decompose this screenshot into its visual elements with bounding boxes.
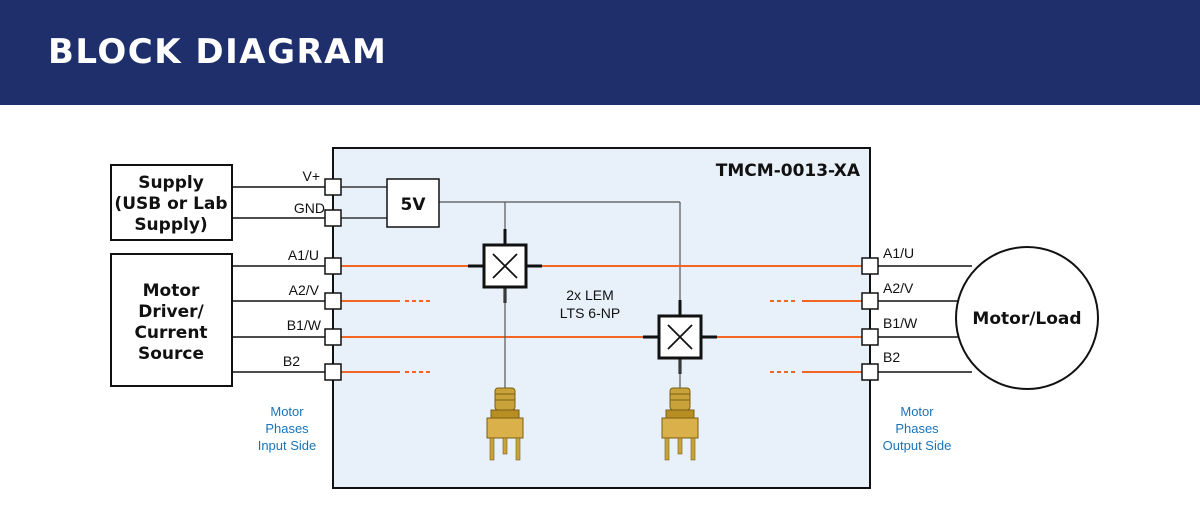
pin-label-out-a2: A2/V (883, 280, 914, 296)
driver-box (110, 253, 233, 387)
pin-label-vplus: V+ (302, 168, 320, 184)
header-bar: BLOCK DIAGRAM (0, 0, 1200, 105)
driver-line-3: Current (134, 323, 207, 343)
pin-label-in-a1: A1/U (288, 247, 319, 263)
sma-connector-2-icon (661, 387, 699, 461)
supply-line-3: Supply) (134, 215, 207, 235)
regulator-label: 5V (401, 195, 427, 215)
motor-circle (955, 246, 1099, 390)
connector-out-b1 (861, 328, 879, 346)
output-note-line-3: Output Side (883, 438, 952, 453)
connector-gnd (324, 209, 342, 227)
driver-line-4: Source (138, 344, 204, 364)
sensor-label-line-2: LTS 6-NP (560, 305, 620, 321)
pin-label-out-b1: B1/W (883, 315, 918, 331)
current-sensor-1 (468, 229, 542, 395)
pin-label-in-b1: B1/W (287, 317, 322, 333)
output-note-line-1: Motor (900, 404, 934, 419)
motor-label: Motor/Load (972, 309, 1081, 329)
driver-line-2: Driver/ (138, 302, 204, 322)
pin-label-in-a2: A2/V (289, 282, 320, 298)
input-note-line-2: Phases (265, 421, 309, 436)
pin-label-out-a1: A1/U (883, 245, 914, 261)
pin-label-in-b2: B2 (283, 353, 300, 369)
connector-in-a1 (324, 257, 342, 275)
connector-vplus (324, 178, 342, 196)
pin-label-gnd: GND (294, 200, 325, 216)
connector-in-a2 (324, 292, 342, 310)
connector-out-b2 (861, 363, 879, 381)
module-name: TMCM-0013-XA (716, 161, 861, 181)
regulator-box (386, 178, 440, 228)
sensor-label-line-1: 2x LEM (566, 287, 613, 303)
input-note-line-3: Input Side (258, 438, 317, 453)
supply-line-1: Supply (138, 173, 204, 193)
output-note-line-2: Phases (895, 421, 939, 436)
supply-line-2: (USB or Lab (114, 194, 227, 214)
current-sensor-2 (643, 300, 717, 395)
sma-connector-1-icon (486, 387, 524, 461)
supply-box (110, 164, 233, 241)
driver-line-1: Motor (143, 281, 200, 301)
input-note-line-1: Motor (270, 404, 304, 419)
connector-in-b1 (324, 328, 342, 346)
connector-out-a2 (861, 292, 879, 310)
connector-in-b2 (324, 363, 342, 381)
connector-out-a1 (861, 257, 879, 275)
page-title: BLOCK DIAGRAM (48, 32, 388, 72)
pin-label-out-b2: B2 (883, 349, 900, 365)
